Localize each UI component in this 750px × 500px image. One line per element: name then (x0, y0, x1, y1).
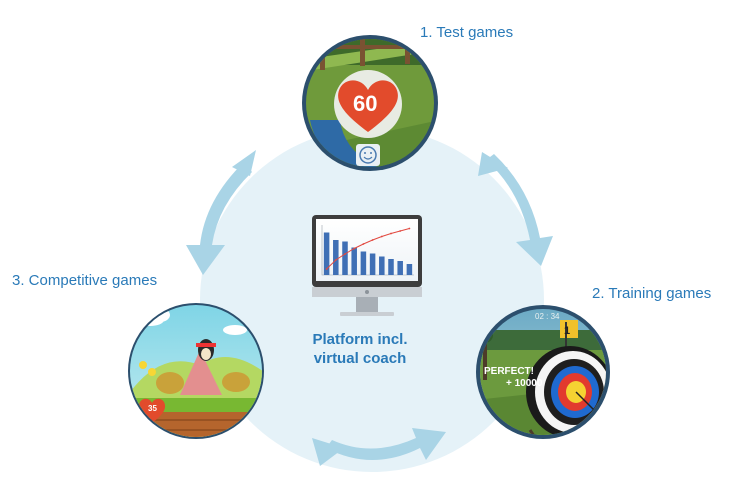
arrow-test-to-training (478, 152, 553, 266)
label-training-games: 2. Training games (592, 285, 712, 302)
training-perfect-text: PERFECT! (484, 366, 534, 377)
monitor-chart-point (390, 232, 392, 235)
monitor-chart-line (326, 228, 410, 270)
monitor-chart-point (362, 243, 365, 245)
monitor-chart-bar (397, 261, 403, 275)
monitor-chart-point (344, 253, 346, 255)
platform-caption-line1: Platform incl. (312, 331, 408, 348)
monitor-chart-bar (342, 241, 348, 275)
monitor-chart-bar (323, 232, 330, 275)
competitive-heart-value: 35 (148, 404, 157, 413)
monitor-chart-point (325, 268, 328, 270)
monitor-chart-point (334, 259, 337, 261)
monitor-chart-bar (360, 251, 367, 275)
monitor-icon (312, 215, 422, 316)
training-flag-number: 1 (564, 325, 571, 337)
training-bonus-text: + 10000 (506, 378, 543, 389)
monitor-chart-bar (333, 240, 339, 275)
monitor-chart-bar (406, 264, 413, 275)
monitor-chart-point (399, 230, 402, 232)
monitor-chart-bar (351, 247, 357, 275)
platform-caption: Platform incl. virtual coach (270, 330, 450, 368)
arrow-training-to-competitive (312, 428, 446, 466)
smiley-icon (359, 146, 377, 164)
monitor-chart-bar (369, 253, 376, 275)
arrow-competitive-to-test (186, 150, 256, 275)
test-heart-value: 60 (353, 91, 378, 116)
monitor-chart-point (353, 247, 356, 250)
platform-caption-line2: virtual coach (313, 350, 407, 367)
monitor-chart-point (408, 227, 411, 230)
label-test-games: 1. Test games (420, 24, 514, 41)
monitor-chart-bar (379, 256, 385, 275)
training-timer: 02 : 34 (535, 312, 560, 321)
training-games-image[interactable] (475, 305, 615, 445)
coin-icon (139, 361, 147, 369)
monitor-chart-bar (388, 259, 394, 275)
monitor-chart-point (371, 239, 374, 241)
monitor-chart-point (380, 235, 383, 238)
test-games-image[interactable] (300, 35, 440, 175)
monitor-chart (321, 225, 414, 276)
heart-icon (338, 80, 398, 132)
label-competitive-games: 3. Competitive games (12, 272, 158, 289)
